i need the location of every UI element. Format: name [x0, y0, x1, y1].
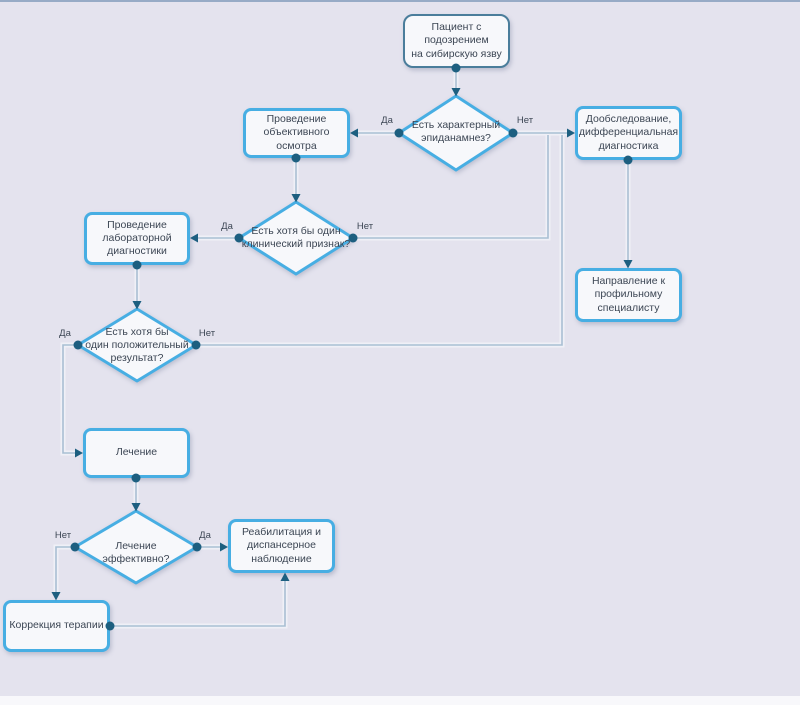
canvas-edge-top [0, 0, 800, 2]
connector-d4-no-correction [55, 546, 75, 596]
node-treatment-label: Лечение [115, 446, 158, 459]
node-referral-specialist-label: Направление к профильному специалисту [591, 275, 666, 314]
decision-positive-result[interactable] [76, 307, 198, 383]
connector-d3-yes-treatment [62, 344, 79, 454]
connector-correction-rehab [110, 578, 286, 627]
edge-label-d1-yes: Да [381, 115, 393, 126]
decision-diamonds [73, 94, 515, 585]
arrowhead-right-icon [75, 448, 83, 458]
decision-clinical-sign[interactable] [237, 200, 355, 276]
arrowhead-left-icon [350, 128, 358, 138]
arrowhead-right-icon [220, 542, 228, 552]
node-start-label: Пациент с подозрением на сибирскую язву [411, 21, 502, 60]
node-referral-specialist[interactable]: Направление к профильному специалисту [575, 268, 682, 322]
node-treatment[interactable]: Лечение [83, 428, 190, 478]
node-objective-exam-label: Проведение объективного осмотра [263, 113, 330, 152]
node-objective-exam[interactable]: Проведение объективного осмотра [243, 108, 350, 158]
edge-label-d4-yes: Да [199, 530, 211, 541]
edge-label-d2-no: Нет [356, 221, 374, 232]
arrowhead-left-icon [190, 233, 198, 243]
node-differential-diagnostics-label: Дообследование, дифференциальная диагнос… [578, 113, 679, 152]
node-lab-diagnostics-label: Проведение лабораторной диагностики [102, 218, 172, 258]
node-rehabilitation-label: Реабилитация и диспансерное наблюдение [242, 526, 321, 565]
decision-epid-anamnesis[interactable] [397, 94, 515, 172]
edge-label-d3-yes: Да [59, 328, 71, 339]
edge-label-d3-no: Нет [198, 328, 216, 339]
canvas-edge-bottom [0, 696, 800, 705]
edge-label-d1-no: Нет [516, 115, 534, 126]
decision-treatment-effective[interactable] [73, 509, 199, 585]
node-differential-diagnostics[interactable]: Дообследование, дифференциальная диагнос… [575, 106, 682, 160]
node-lab-diagnostics[interactable]: Проведение лабораторной диагностики [84, 212, 190, 265]
node-therapy-correction[interactable]: Коррекция терапии [3, 600, 110, 652]
node-start[interactable]: Пациент с подозрением на сибирскую язву [403, 14, 510, 68]
node-rehabilitation[interactable]: Реабилитация и диспансерное наблюдение [228, 519, 335, 573]
node-therapy-correction-label: Коррекция терапии [9, 619, 104, 632]
arrowhead-right-icon [567, 128, 575, 138]
edge-label-d4-no: Нет [54, 530, 72, 541]
arrowhead-up-icon [280, 572, 290, 581]
edge-label-d2-yes: Да [221, 221, 233, 232]
